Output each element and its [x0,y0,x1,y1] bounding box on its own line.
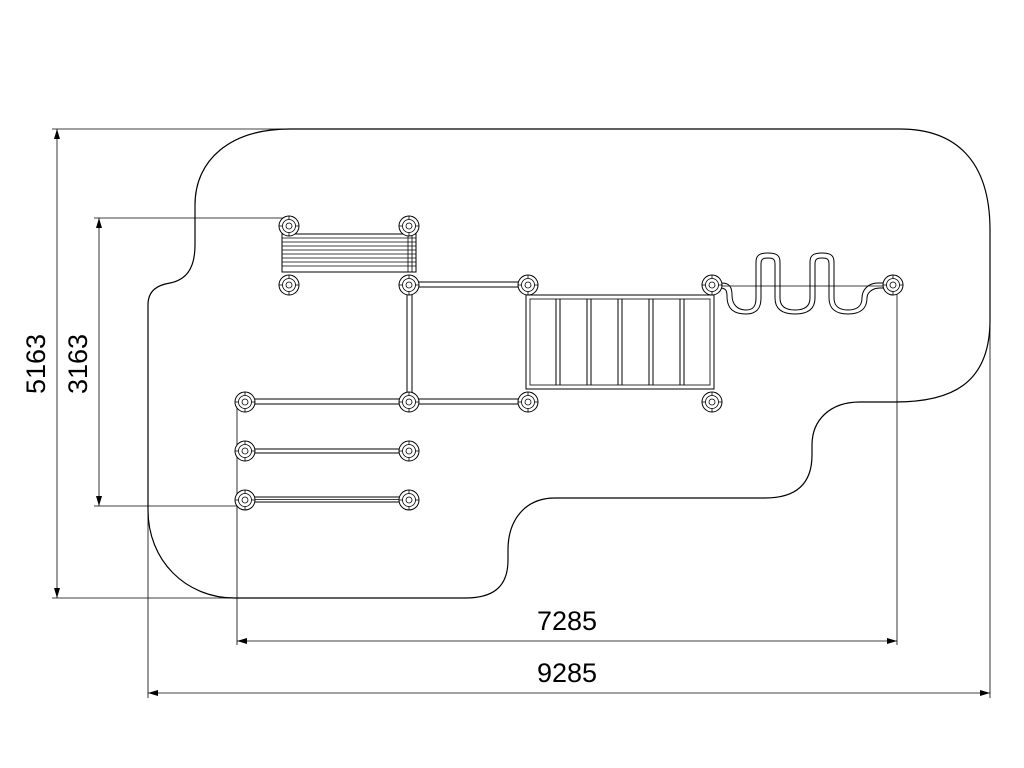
wave-bar [712,252,893,315]
safety-zone-outline [147,128,991,599]
post [398,489,420,511]
post [517,391,539,413]
post [701,391,723,413]
post [234,489,256,511]
post [398,274,420,296]
dimension-label-overall-height: 5163 [21,334,51,394]
ladder-bridge [525,290,715,390]
dimension-inner-width: 7285 [236,283,898,645]
slatted-platform [281,233,417,273]
post [517,274,539,296]
dimension-label-inner-width: 7285 [537,606,597,636]
equipment-frame [245,281,526,405]
balance-bar-2 [245,496,409,503]
post [234,391,256,413]
post [278,215,300,237]
dimension-overall-height: 5163 [21,128,290,599]
dimension-inner-height: 3163 [63,217,290,507]
post [701,274,723,296]
post [398,391,420,413]
post [398,440,420,462]
balance-bar-1 [245,448,409,454]
dimension-label-overall-width: 9285 [537,658,597,688]
post [278,274,300,296]
post [234,440,256,462]
post [882,274,904,296]
post [398,215,420,237]
dimension-overall-width: 9285 [147,320,991,698]
dimension-label-inner-height: 3163 [63,334,93,394]
